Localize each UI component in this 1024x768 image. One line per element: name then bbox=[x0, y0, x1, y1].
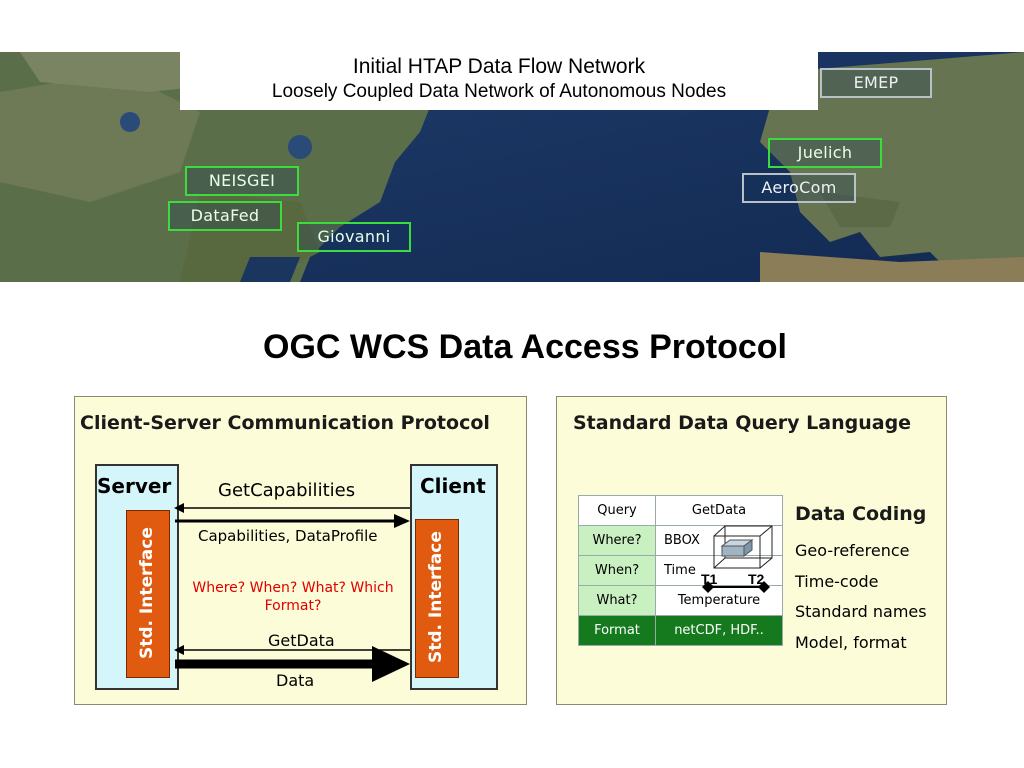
node-emep: EMEP bbox=[820, 68, 932, 98]
table-cell: Time bbox=[655, 555, 783, 586]
coding-item: Standard names bbox=[795, 602, 927, 621]
query-questions-line2: Format? bbox=[264, 598, 322, 614]
table-row: What? Temperature bbox=[578, 585, 783, 616]
query-questions: Where? When? What? Which Format? bbox=[180, 579, 406, 615]
client-std-interface-label: Std. Interface bbox=[426, 531, 446, 664]
page-title: OGC WCS Data Access Protocol bbox=[263, 328, 787, 366]
time-marker-t2: T2 bbox=[748, 571, 765, 587]
banner-title-box: Initial HTAP Data Flow Network Loosely C… bbox=[180, 52, 818, 110]
table-row: Where? BBOX bbox=[578, 525, 783, 556]
coding-item: Geo-reference bbox=[795, 541, 910, 560]
get-capabilities-label: GetCapabilities bbox=[218, 480, 356, 501]
data-label: Data bbox=[276, 671, 315, 690]
server-std-interface bbox=[126, 510, 170, 678]
coding-item: Time-code bbox=[795, 572, 879, 591]
table-cell: Format bbox=[578, 615, 656, 646]
table-header-cell: GetData bbox=[655, 495, 783, 526]
bbox-cube-icon bbox=[713, 525, 773, 569]
capabilities-profile-label: Capabilities, DataProfile bbox=[198, 527, 378, 545]
server-std-interface-label: Std. Interface bbox=[137, 527, 157, 659]
table-cell: BBOX bbox=[655, 525, 783, 556]
node-aerocom: AeroCom bbox=[742, 173, 856, 203]
table-cell: Where? bbox=[578, 525, 656, 556]
get-data-label: GetData bbox=[268, 631, 335, 650]
data-coding-title: Data Coding bbox=[795, 503, 927, 525]
table-row: Format netCDF, HDF.. bbox=[578, 615, 783, 646]
time-marker-t1: T1 bbox=[701, 571, 718, 587]
client-std-interface bbox=[415, 519, 459, 678]
server-label: Server bbox=[97, 474, 172, 498]
node-giovanni: Giovanni bbox=[297, 222, 411, 252]
node-neisgei: NEISGEI bbox=[185, 166, 299, 196]
node-juelich: Juelich bbox=[768, 138, 882, 168]
banner-title: Initial HTAP Data Flow Network bbox=[352, 55, 646, 78]
table-header-cell: Query bbox=[578, 495, 656, 526]
table-cell: What? bbox=[578, 585, 656, 616]
query-language-title: Standard Data Query Language bbox=[573, 412, 912, 434]
banner-subtitle: Loosely Coupled Data Network of Autonomo… bbox=[271, 81, 727, 102]
table-row: When? Time bbox=[578, 555, 783, 586]
client-server-title: Client-Server Communication Protocol bbox=[80, 412, 490, 434]
table-header-row: Query GetData bbox=[578, 495, 783, 526]
table-cell: Temperature bbox=[655, 585, 783, 616]
time-range-line bbox=[702, 581, 770, 593]
coding-item: Model, format bbox=[795, 633, 907, 652]
query-table: Query GetData Where? BBOX When? Time Wha… bbox=[578, 495, 783, 646]
query-questions-line1: Where? When? What? Which bbox=[192, 580, 394, 596]
table-cell: When? bbox=[578, 555, 656, 586]
table-cell: netCDF, HDF.. bbox=[655, 615, 783, 646]
node-datafed: DataFed bbox=[168, 201, 282, 231]
protocol-arrows bbox=[174, 503, 410, 682]
client-label: Client bbox=[420, 474, 486, 498]
